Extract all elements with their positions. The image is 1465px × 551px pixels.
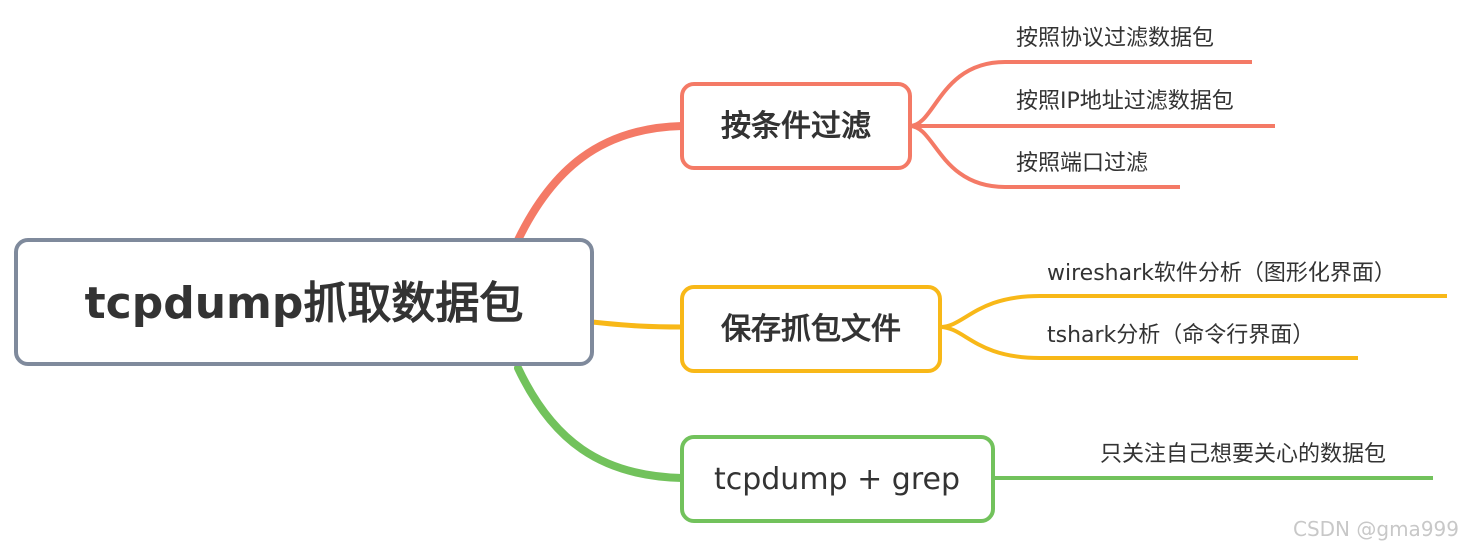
root-label: tcpdump抓取数据包 xyxy=(85,278,524,329)
connector-filter-to-port xyxy=(909,124,1180,189)
connector-root-to-save xyxy=(589,319,685,330)
branch-node-grep[interactable]: tcpdump + grep xyxy=(680,435,995,523)
leaf-filter-port[interactable]: 按照端口过滤 xyxy=(1016,151,1148,176)
connector-root-to-filter xyxy=(514,122,686,244)
connector-save-to-tshark xyxy=(939,325,1358,360)
branch-node-save[interactable]: 保存抓包文件 xyxy=(680,285,942,373)
connector-filter-to-protocol xyxy=(909,60,1252,128)
leaf-save-tshark[interactable]: tshark分析（命令行界面） xyxy=(1047,323,1314,348)
connector-save-to-wireshark xyxy=(939,294,1447,329)
watermark: CSDN @gma999 xyxy=(1293,517,1459,541)
branch-label-save: 保存抓包文件 xyxy=(721,312,901,347)
connector-root-to-grep xyxy=(514,364,686,482)
leaf-filter-protocol[interactable]: 按照协议过滤数据包 xyxy=(1016,26,1214,51)
branch-node-filter[interactable]: 按条件过滤 xyxy=(680,82,912,170)
leaf-save-wireshark[interactable]: wireshark软件分析（图形化界面） xyxy=(1047,261,1396,286)
branch-label-filter: 按条件过滤 xyxy=(721,109,871,144)
branch-label-grep: tcpdump + grep xyxy=(714,462,960,497)
leaf-grep-focus[interactable]: 只关注自己想要关心的数据包 xyxy=(1100,442,1386,467)
root-node[interactable]: tcpdump抓取数据包 xyxy=(14,238,594,366)
leaf-filter-ip[interactable]: 按照IP地址过滤数据包 xyxy=(1016,89,1234,114)
